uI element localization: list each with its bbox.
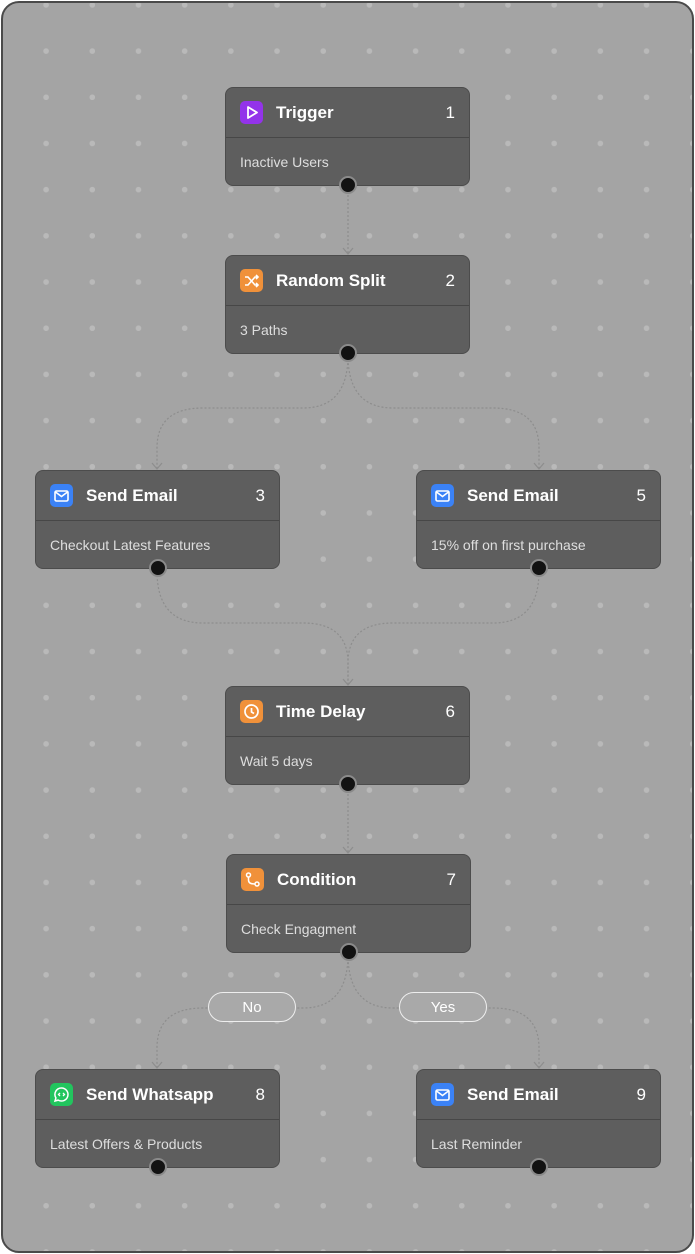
clock-icon <box>240 700 263 723</box>
node-send-whatsapp[interactable]: Send Whatsapp 8 Latest Offers & Products <box>35 1069 280 1176</box>
node-title: Trigger <box>276 102 334 122</box>
node-description: 15% off on first purchase <box>431 537 586 553</box>
output-port[interactable] <box>529 1158 548 1176</box>
node-header: Send Email 9 <box>417 1070 660 1120</box>
node-description: Checkout Latest Features <box>50 537 211 553</box>
connector-3-6 <box>156 570 349 685</box>
node-header: Random Split 2 <box>226 256 469 306</box>
output-port[interactable] <box>339 943 358 961</box>
node-send-email-3[interactable]: Send Email 3 Checkout Latest Features <box>35 470 280 577</box>
node-number: 5 <box>636 485 646 505</box>
node-title: Random Split <box>276 270 386 290</box>
mail-icon <box>50 484 73 507</box>
node-number: 2 <box>445 270 455 290</box>
node-description: Wait 5 days <box>240 753 313 769</box>
node-title: Send Whatsapp <box>86 1084 214 1104</box>
node-header: Time Delay 6 <box>226 687 469 737</box>
output-port[interactable] <box>338 344 357 362</box>
node-condition[interactable]: Condition 7 Check Engagment <box>226 854 471 961</box>
node-number: 9 <box>636 1084 646 1104</box>
node-header: Condition 7 <box>227 855 470 905</box>
node-number: 1 <box>445 102 455 122</box>
node-description: Inactive Users <box>240 154 329 170</box>
branch-icon <box>241 868 264 891</box>
node-header: Send Email 5 <box>417 471 660 521</box>
node-title: Send Email <box>86 485 178 505</box>
whatsapp-icon <box>50 1083 73 1106</box>
connectors <box>151 187 545 1069</box>
node-number: 7 <box>446 869 456 889</box>
node-header: Send Email 3 <box>36 471 279 521</box>
node-description: Check Engagment <box>241 921 357 937</box>
output-port[interactable] <box>148 559 167 577</box>
node-title: Send Email <box>467 1084 559 1104</box>
node-number: 3 <box>255 485 265 505</box>
node-send-email-9[interactable]: Send Email 9 Last Reminder <box>416 1069 661 1176</box>
node-random-split[interactable]: Random Split 2 3 Paths <box>225 255 470 362</box>
node-title: Time Delay <box>276 701 366 721</box>
node-number: 6 <box>445 701 455 721</box>
node-number: 8 <box>255 1084 265 1104</box>
branch-label-no[interactable]: No <box>208 992 296 1022</box>
connector-2-5 <box>347 354 540 469</box>
shuffle-icon <box>240 269 263 292</box>
node-title: Send Email <box>467 485 559 505</box>
connector-7-9 <box>347 953 540 1068</box>
output-port[interactable] <box>148 1158 167 1176</box>
node-header: Send Whatsapp 8 <box>36 1070 279 1120</box>
node-title: Condition <box>277 869 357 889</box>
connector-2-3 <box>156 354 349 469</box>
output-port[interactable] <box>338 775 357 793</box>
play-icon <box>240 101 263 124</box>
node-description: Last Reminder <box>431 1136 523 1152</box>
branch-label-yes[interactable]: Yes <box>399 992 487 1022</box>
node-header: Trigger 1 <box>226 88 469 138</box>
node-description: 3 Paths <box>240 322 288 338</box>
mail-icon <box>431 484 454 507</box>
node-send-email-5[interactable]: Send Email 5 15% off on first purchase <box>416 470 661 577</box>
connector-7-8 <box>156 953 349 1068</box>
connector-5-6 <box>347 570 540 685</box>
mail-icon <box>431 1083 454 1106</box>
node-time-delay[interactable]: Time Delay 6 Wait 5 days <box>225 686 470 793</box>
node-description: Latest Offers & Products <box>50 1136 203 1152</box>
output-port[interactable] <box>529 559 548 577</box>
node-trigger[interactable]: Trigger 1 Inactive Users <box>225 87 470 194</box>
output-port[interactable] <box>338 176 357 194</box>
